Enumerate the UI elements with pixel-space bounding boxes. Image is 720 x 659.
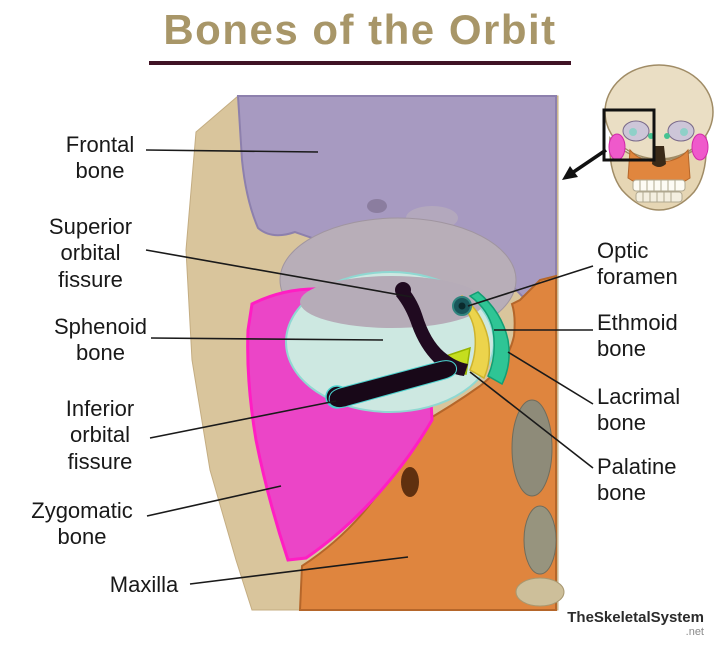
label-superior-orbital-fissure: Superior orbital fissure: [48, 214, 133, 292]
leader-lacrimal-bone: [507, 351, 594, 405]
label-frontal-bone: Frontal bone: [65, 132, 135, 184]
inset-zoom-arrow: [562, 148, 607, 180]
label-optic-foramen: Optic foramen: [597, 238, 678, 290]
label-zygomatic-bone: Zygomatic bone: [31, 498, 133, 550]
leader-zygomatic-bone: [146, 485, 282, 517]
leader-inferior-fissure: [149, 400, 337, 439]
inset-zygomatic-bones: [608, 133, 709, 161]
label-palatine-bone: Palatine bone: [597, 454, 677, 506]
label-maxilla: Maxilla: [109, 572, 179, 597]
leader-sphenoid-bone: [150, 337, 384, 341]
leader-frontal-bone: [145, 149, 319, 153]
ethmoid-bone-region: [454, 295, 491, 380]
frontal-bone-foramen-spot: [367, 199, 387, 213]
watermark: TheSkeletalSystem .net: [567, 610, 704, 638]
leader-lines: [145, 149, 594, 585]
leader-optic-foramen: [467, 265, 594, 307]
inset-teeth: [632, 179, 686, 203]
page-title: Bones of the Orbit: [149, 6, 571, 65]
skull-inset: [562, 64, 714, 211]
orbit-closeup-illustration: [185, 95, 565, 611]
nostril-opening: [401, 467, 419, 497]
lacrimal-bone-region: [468, 291, 510, 386]
optic-foramen: [452, 296, 472, 316]
label-sphenoid-bone: Sphenoid bone: [54, 314, 147, 366]
orbit-roof-interior: [300, 276, 484, 328]
pterygoid-plates: [511, 399, 565, 607]
watermark-suffix: .net: [685, 625, 704, 638]
leader-palatine-bone: [469, 371, 594, 469]
label-lacrimal-bone: Lacrimal bone: [597, 384, 681, 436]
inset-highlight-box: [602, 108, 656, 162]
watermark-main: TheSkeletalSystem: [567, 609, 704, 626]
leader-maxilla: [189, 556, 409, 585]
label-inferior-orbital-fissure: Inferior orbital fissure: [65, 396, 135, 474]
leader-superior-fissure: [145, 249, 413, 298]
label-ethmoid-bone: Ethmoid bone: [597, 310, 678, 362]
title-wrap: Bones of the Orbit: [0, 6, 720, 65]
